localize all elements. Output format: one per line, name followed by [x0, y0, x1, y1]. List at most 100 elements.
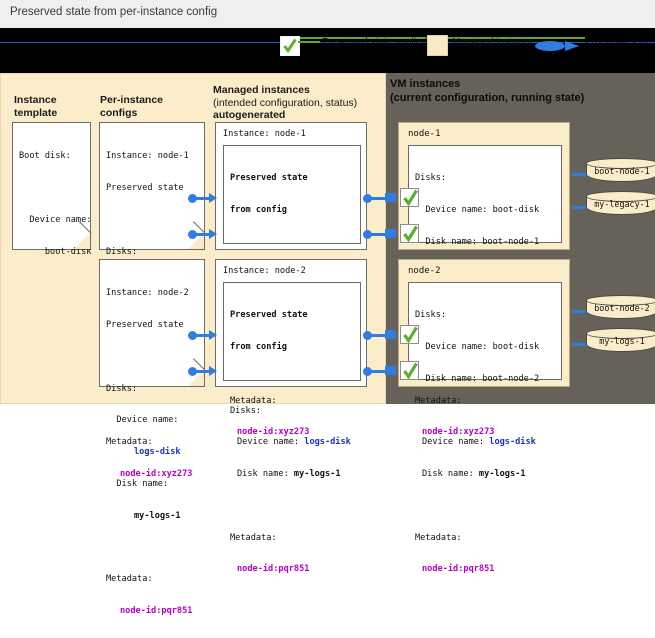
- connector-dot: [363, 367, 372, 376]
- connector-line: [196, 233, 210, 236]
- pic1-spacer-1: [106, 215, 192, 226]
- mi1-title2: from config: [230, 204, 287, 215]
- disk-label: my-legacy-1: [594, 199, 650, 209]
- connector-dot: [188, 331, 197, 340]
- mi2-title1: Preserved state: [230, 310, 308, 321]
- pic2-spacer-2: [106, 542, 192, 553]
- template-line1: Boot disk:: [19, 151, 71, 162]
- mi1-title1: Preserved state: [230, 173, 308, 184]
- disk-top: [586, 295, 655, 306]
- diagram-root: Preserved state from per-instance config…: [0, 0, 655, 616]
- disk-connector-line: [572, 310, 588, 313]
- connector-dot: [188, 230, 197, 239]
- disk-shape-boot-node-2: boot-node-2: [586, 295, 655, 321]
- mi2-metadata: node-id:pqr851: [237, 564, 310, 575]
- col-configs-line2: configs: [100, 106, 138, 119]
- vm2-boot-disk: Disk name: boot-node-2: [415, 373, 540, 384]
- right-panel-heading: VM instances (current configuration, run…: [390, 78, 653, 108]
- pic2-metadata: node-id:pqr851: [120, 606, 193, 616]
- connector-line: [371, 197, 385, 200]
- vm1-boot-device: Device name: boot-disk: [415, 204, 540, 215]
- pic2-disk-label: Disk name:: [106, 478, 169, 489]
- vm2-detail-box: Disks: Device name: boot-disk Disk name:…: [408, 282, 562, 574]
- instance-template-card: Boot disk: Device name: boot-disk: [12, 122, 92, 257]
- connector-arrow: [209, 366, 217, 376]
- pic2-disks-label: Disks:: [106, 383, 138, 394]
- mi2-disk-row: Disk name: my-logs-1: [230, 469, 351, 480]
- disk-connector-line: [572, 343, 588, 346]
- mi1-preserved-state-box: Preserved state from config Disks: Devic…: [223, 145, 361, 437]
- vm2-device-name: logs-disk: [489, 437, 536, 448]
- connector-arrow: [209, 330, 217, 340]
- pic2-line2: Preserved state: [106, 319, 184, 330]
- disk-label: boot-node-1: [594, 166, 650, 176]
- legend-arrow-label: Propagates to: [585, 37, 648, 48]
- right-heading-line2: (current configuration, running state): [390, 92, 585, 104]
- preserved-state-check-icon: [400, 188, 419, 207]
- title-strip: Preserved state from per-instance config: [0, 0, 655, 28]
- connector-dot: [363, 230, 372, 239]
- mi2-device-name: logs-disk: [304, 437, 351, 448]
- col-configs-line1: Per-instance: [100, 94, 164, 106]
- vm2-device-row: Device name: logs-disk: [415, 437, 539, 448]
- mi2-preserved-state-box: Preserved state from config Disks: Devic…: [223, 282, 361, 574]
- disk-label: my-logs-1: [599, 336, 645, 346]
- vm-node-box-node-2: node-2 Disks: Device name: boot-disk Dis…: [398, 259, 570, 574]
- mi2-device-prefix: Device name:: [237, 437, 305, 448]
- managed-instance-card-node-1: Instance: node-1 Preserved state from co…: [215, 122, 367, 437]
- vm2-metadata: node-id:pqr851: [422, 564, 495, 575]
- vm2-disk-prefix: Disk name:: [422, 469, 479, 480]
- vm2-device-prefix: Device name:: [422, 437, 490, 448]
- preserved-state-check-icon: [400, 325, 419, 344]
- vm1-metadata-label: Metadata:: [415, 395, 462, 406]
- pic1-line1: Instance: node-1: [106, 151, 189, 162]
- disk-top: [586, 328, 655, 339]
- mi2-disks-label: Disks:: [230, 405, 262, 416]
- disk-top: [586, 158, 655, 169]
- vm1-boot-disk: Disk name: boot-node-1: [415, 236, 540, 247]
- vm-node-box-node-1: node-1 Disks: Device name: boot-disk Dis…: [398, 122, 570, 437]
- connector-square: [385, 330, 396, 339]
- disk-shape-my-logs-1: my-logs-1: [586, 328, 655, 354]
- mi2-disk-name: my-logs-1: [293, 469, 341, 480]
- disk-top: [586, 191, 655, 202]
- pic2-spacer-1: [106, 352, 192, 363]
- connector-line: [371, 334, 385, 337]
- column-header-per-instance-configs: Per-instance configs: [100, 94, 163, 119]
- connector-dot: [363, 194, 372, 203]
- vm2-name: node-2: [408, 266, 441, 276]
- column-header-managed-instances: Managed instances (intended configuratio…: [213, 84, 357, 122]
- vm2-spacer-1: [415, 406, 539, 417]
- card-fold-corner: [74, 233, 90, 249]
- pic1-line2: Preserved state: [106, 182, 184, 193]
- connector-line: [371, 233, 385, 236]
- page-title: Preserved state from per-instance config: [10, 6, 218, 18]
- vm2-metadata-label: Metadata:: [415, 532, 462, 543]
- pic2-disk-name: my-logs-1: [134, 510, 181, 521]
- vm2-disks-label: Disks:: [415, 310, 447, 321]
- mi1-metadata-label: Metadata:: [230, 395, 277, 406]
- mi2-spacer-2: [230, 501, 351, 512]
- col-managed-line1: Managed instances: [213, 84, 310, 96]
- legend-banner: Preserved state applied Managed instance…: [0, 28, 655, 73]
- legend-box-label: Managed instance: [452, 37, 534, 48]
- template-line4: boot-disk: [19, 246, 92, 257]
- disk-shape-my-legacy-1: my-legacy-1: [586, 191, 655, 217]
- mi2-disk-prefix: Disk name:: [237, 469, 294, 480]
- legend-check-label: Preserved state applied: [322, 37, 428, 48]
- connector-dot: [188, 194, 197, 203]
- col-managed-line3: autogenerated: [213, 109, 286, 121]
- connector-dot: [363, 331, 372, 340]
- connector-line: [196, 370, 210, 373]
- connector-line: [196, 334, 210, 337]
- template-line3: Device name:: [19, 214, 92, 225]
- connector-line: [371, 370, 385, 373]
- preserved-state-check-icon: [400, 361, 419, 380]
- pic2-line1: Instance: node-2: [106, 288, 189, 299]
- vm2-disk-row: Disk name: my-logs-1: [415, 469, 539, 480]
- preserved-state-check-icon: [400, 224, 419, 243]
- mi1-spacer-1: [230, 237, 361, 248]
- disk-label: boot-node-2: [594, 303, 650, 313]
- connector-dot: [188, 367, 197, 376]
- disk-connector-line: [572, 206, 588, 209]
